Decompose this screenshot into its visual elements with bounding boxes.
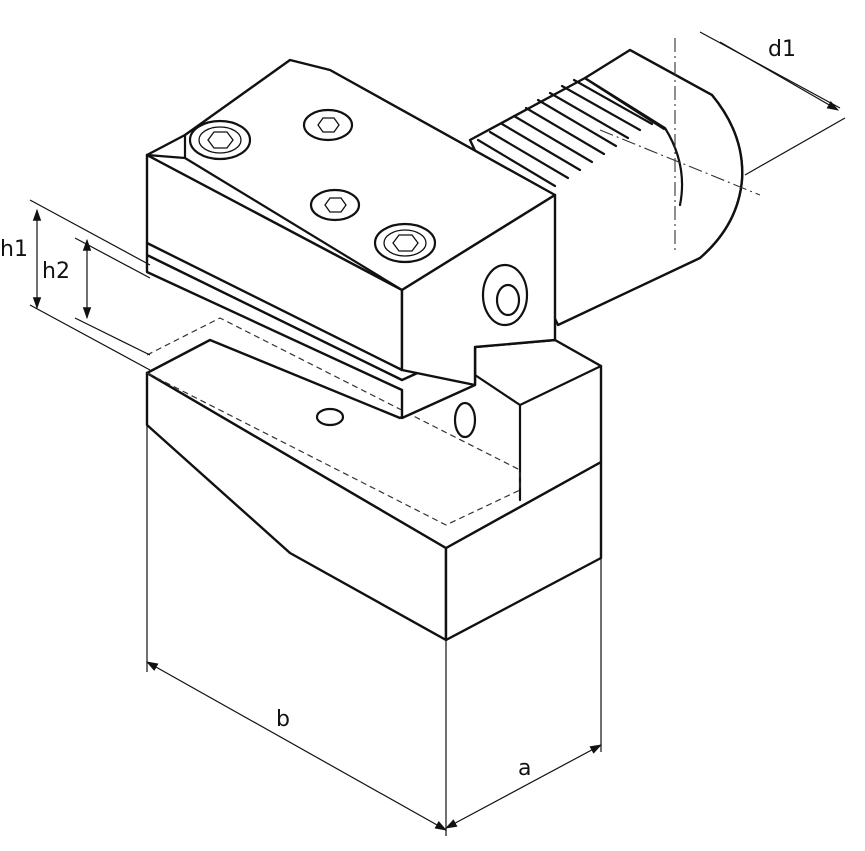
socket-screw-2	[302, 108, 354, 142]
shank-serration	[476, 77, 666, 188]
dimension-d1: d1	[699, 31, 846, 176]
socket-screw-4	[373, 222, 437, 264]
label-h1: h1	[0, 237, 28, 262]
label-b: b	[276, 707, 290, 732]
side-hole	[453, 401, 477, 439]
dimension-b: b	[145, 425, 448, 836]
dimension-a: a	[444, 558, 603, 829]
clamp-block	[145, 58, 557, 420]
mounting-hole	[315, 407, 345, 427]
center-lines	[599, 38, 761, 250]
label-a: a	[518, 756, 531, 781]
label-d1: d1	[768, 37, 796, 62]
coolant-bore	[481, 263, 529, 327]
socket-screw-3	[309, 188, 361, 222]
base-block	[145, 317, 603, 642]
dimension-h1: h1	[0, 199, 151, 371]
socket-screw-1	[188, 119, 252, 161]
dimension-h2: h2	[42, 237, 151, 356]
label-h2: h2	[42, 259, 70, 284]
